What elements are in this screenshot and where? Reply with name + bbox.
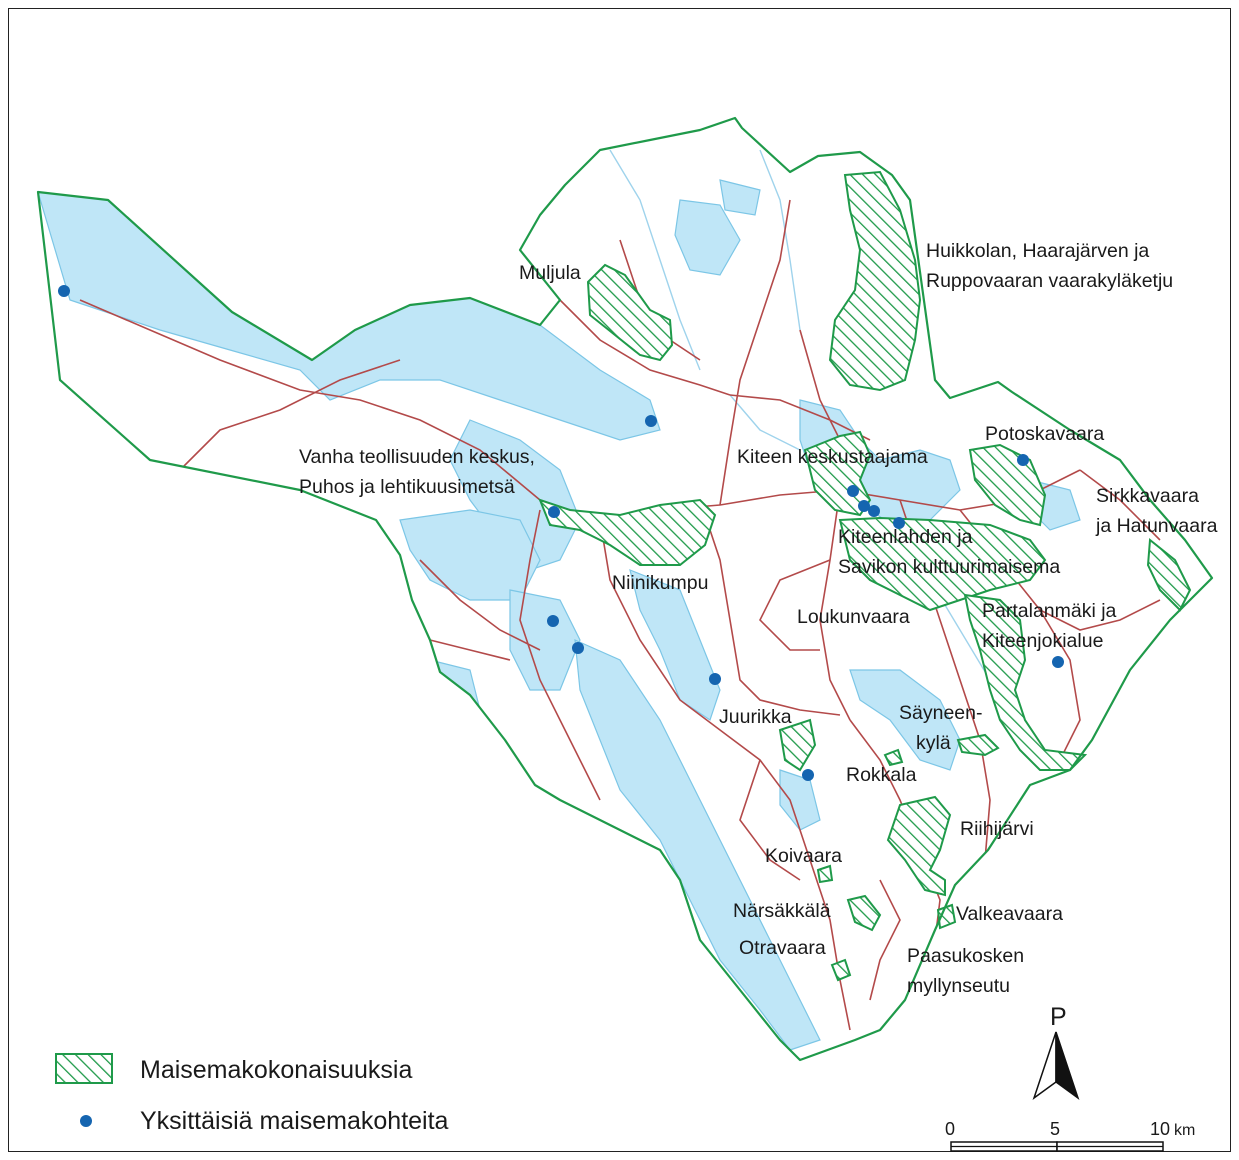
scale-tick-5: 5	[1050, 1119, 1060, 1139]
point-marker	[858, 500, 870, 512]
area-riihi	[886, 795, 952, 897]
label-loukun: Loukunvaara	[797, 606, 910, 628]
scale-bar: 0 5 10 km	[945, 1119, 1195, 1152]
area-muljula	[586, 263, 674, 362]
label-koivaara: Koivaara	[765, 845, 842, 867]
label-narsakkala: Närsäkkälä	[733, 900, 831, 922]
label-otravaara: Otravaara	[739, 937, 826, 959]
area-rokkala	[883, 748, 904, 767]
legend: Maisemakokonaisuuksia Yksittäisiä maisem…	[55, 1053, 449, 1135]
legend-area-swatch	[55, 1053, 113, 1084]
landscape-points	[58, 285, 1064, 781]
area-otravaara	[830, 958, 852, 982]
label-riihi: Riihijärvi	[960, 818, 1034, 840]
label-rokkala: Rokkala	[846, 764, 917, 786]
north-arrow-icon	[1032, 1031, 1057, 1100]
label-valkea: Valkeavaara	[956, 903, 1063, 925]
point-marker	[572, 642, 584, 654]
area-sayneen	[956, 733, 1000, 757]
point-marker	[802, 769, 814, 781]
point-marker	[548, 506, 560, 518]
area-koivaara	[816, 864, 834, 884]
point-marker	[58, 285, 70, 297]
point-marker	[709, 673, 721, 685]
point-marker	[645, 415, 657, 427]
north-arrow: P	[1032, 1003, 1080, 1100]
point-marker	[547, 615, 559, 627]
point-marker	[868, 505, 880, 517]
point-marker	[847, 485, 859, 497]
area-juurikka	[778, 718, 817, 772]
area-kiteenlahti	[838, 516, 1047, 612]
legend-area-label: Maisemakokonaisuuksia	[140, 1056, 412, 1084]
scale-tick-0: 0	[945, 1119, 955, 1139]
legend-point-label: Yksittäisiä maisemakohteita	[140, 1107, 449, 1135]
point-marker	[1052, 656, 1064, 668]
point-marker	[1017, 454, 1029, 466]
area-puhos	[538, 498, 717, 566]
municipality-boundary	[36, 116, 1214, 1062]
label-juurikka: Juurikka	[719, 706, 792, 728]
scale-tick-10: 10	[1150, 1119, 1170, 1139]
area-narsakkala	[846, 894, 882, 932]
area-huikkola	[828, 170, 922, 392]
label-potoska: Potoskavaara	[985, 423, 1104, 445]
label-muljula: Muljula	[519, 262, 581, 284]
scale-unit: km	[1174, 1122, 1195, 1139]
label-kitee: Kiteen keskustaajama	[737, 446, 928, 468]
area-partala	[963, 593, 1088, 771]
label-vanha: Vanha teollisuuden keskus,Puhos ja lehti…	[299, 446, 535, 498]
point-marker	[893, 517, 905, 529]
label-sayneen: Säyneen-kylä	[899, 702, 982, 754]
north-arrow-icon-shade	[1055, 1031, 1080, 1100]
north-arrow-label: P	[1050, 1003, 1067, 1031]
legend-point-marker	[80, 1115, 92, 1127]
label-niinikumpu: Niinikumpu	[612, 572, 708, 594]
